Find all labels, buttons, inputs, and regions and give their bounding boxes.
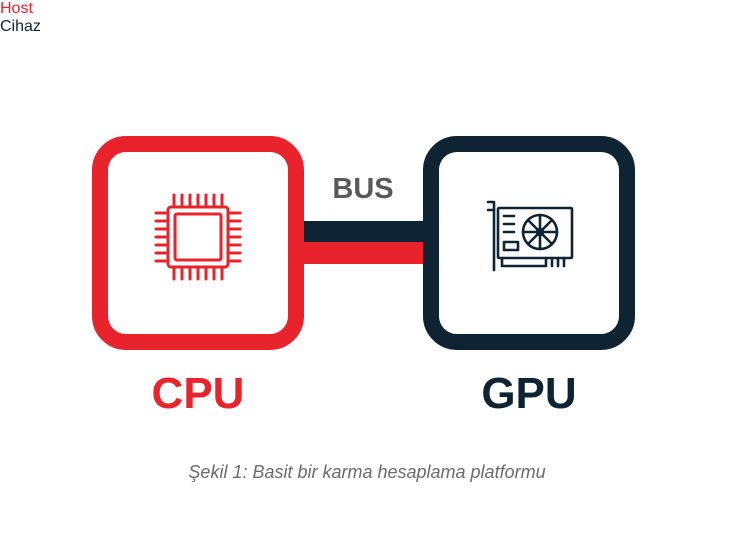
host-label: Host [0,0,33,17]
graphics-card-icon [486,200,574,272]
cpu-box [92,136,304,350]
bus-connector-dark [300,221,426,242]
gpu-label: GPU [481,369,577,418]
cpu-label: CPU [151,369,245,418]
figure-caption: Şekil 1: Basit bir karma hesaplama platf… [188,462,546,482]
cpu-chip-icon [154,193,242,281]
bus-label: BUS [332,173,394,205]
device-label: Cihaz [0,18,41,35]
bus-connector-red [300,242,426,264]
